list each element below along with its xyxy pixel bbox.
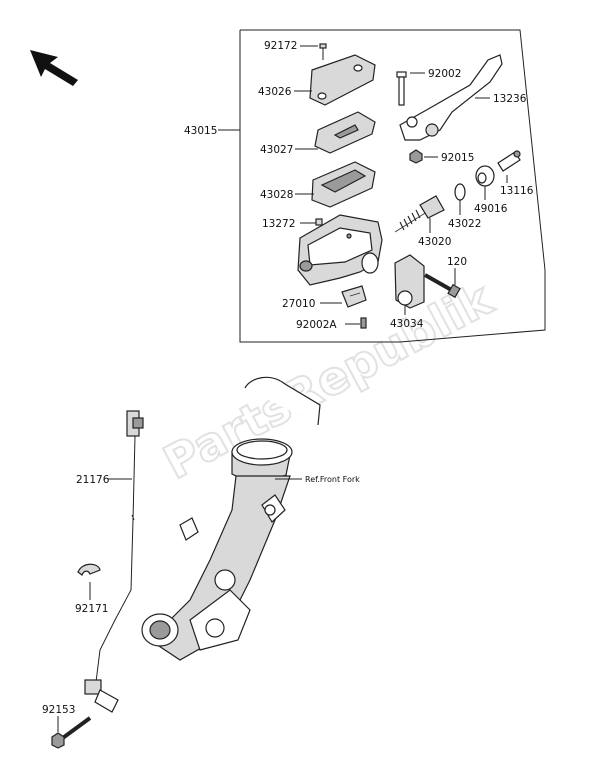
part-switch-27010 <box>341 285 367 308</box>
label-92002A: 92002A <box>296 319 337 331</box>
label-92171: 92171 <box>75 603 108 615</box>
svg-text:PartsRepublik: PartsRepublik <box>155 271 502 490</box>
part-clip-92171 <box>77 563 101 576</box>
watermark: PartsRepublik <box>154 270 503 491</box>
part-clip-43022 <box>454 183 466 201</box>
label-92153: 92153 <box>42 704 75 716</box>
part-bolt-92153 <box>51 716 92 749</box>
part-piston-43020 <box>394 195 445 233</box>
label-13116: 13116 <box>500 185 534 197</box>
part-nut-92015 <box>409 149 423 164</box>
part-lever-13236 <box>399 54 503 141</box>
label-27010: 27010 <box>282 298 315 310</box>
part-boot-49016 <box>475 165 495 187</box>
part-cap-43026 <box>309 54 376 106</box>
leader-lines <box>57 45 508 732</box>
part-screw-13272 <box>315 218 323 226</box>
label-21176: 21176 <box>76 474 110 486</box>
part-sensor-cable-21176 <box>84 410 144 713</box>
assembly-outline-43015 <box>239 29 546 343</box>
part-bolt-92002 <box>396 71 407 106</box>
part-clamp-43034 <box>394 254 425 309</box>
part-screw-92002A <box>360 317 367 329</box>
label-43026: 43026 <box>258 86 292 98</box>
part-plate-43027 <box>314 111 376 154</box>
label-43027: 43027 <box>260 144 293 156</box>
label-43020: 43020 <box>418 236 451 248</box>
arrow-up-left-icon <box>30 50 78 86</box>
label-43022: 43022 <box>448 218 481 230</box>
part-screw-92172 <box>319 43 327 60</box>
label-ref-front-fork: Ref.Front Fork <box>305 475 360 484</box>
label-92172: 92172 <box>264 40 297 52</box>
label-13272: 13272 <box>262 218 295 230</box>
part-front-fork-reference <box>141 376 321 661</box>
part-bolt-120 <box>424 273 461 299</box>
part-master-cylinder-body <box>297 214 383 286</box>
label-13236: 13236 <box>493 93 527 105</box>
label-120: 120 <box>447 256 467 268</box>
label-43034: 43034 <box>390 318 424 330</box>
part-diaphragm-43028 <box>311 161 376 208</box>
part-pivot-13116 <box>497 150 521 172</box>
label-92015: 92015 <box>441 152 474 164</box>
label-49016: 49016 <box>474 203 508 215</box>
label-43028: 43028 <box>260 189 293 201</box>
label-43015: 43015 <box>184 125 217 137</box>
label-92002: 92002 <box>428 68 461 80</box>
